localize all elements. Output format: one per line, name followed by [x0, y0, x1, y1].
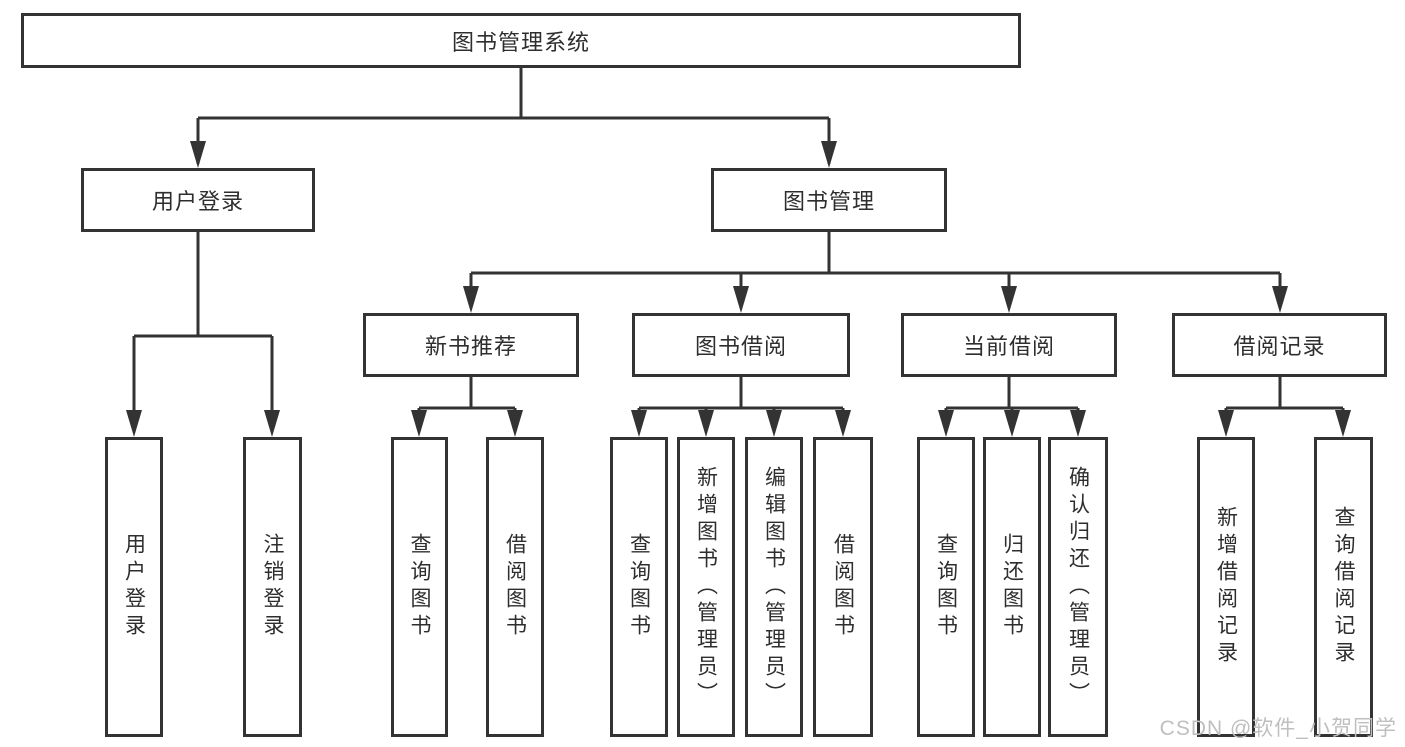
node-borrow-records-label: 借阅记录 — [1233, 334, 1326, 359]
node-current-borrow-label: 当前借阅 — [962, 334, 1055, 359]
leaf-user-login-label: 用户登录 — [122, 533, 146, 641]
leaf-borrow-edit-book-admin: 编辑图书（管理员） — [745, 437, 803, 737]
node-user-login-label: 用户登录 — [151, 189, 244, 214]
node-new-book-recommend-label: 新书推荐 — [424, 334, 517, 359]
csdn-watermark: CSDN @软件_小贺同学 — [1159, 717, 1397, 740]
node-book-borrow-label: 图书借阅 — [694, 334, 787, 359]
node-current-borrow: 当前借阅 — [901, 313, 1117, 377]
connector-book-borrow-to-leaves — [631, 377, 851, 437]
leaf-borrow-query-book: 查询图书 — [610, 437, 668, 737]
leaf-records-query-record: 查询借阅记录 — [1314, 437, 1373, 737]
node-root-system: 图书管理系统 — [21, 13, 1021, 68]
leaf-borrow-borrow-book: 借阅图书 — [813, 437, 873, 737]
leaf-borrow-borrow-book-label: 借阅图书 — [831, 533, 855, 641]
leaf-current-confirm-return-admin: 确认归还（管理员） — [1048, 437, 1108, 737]
leaf-newrec-borrow-book-label: 借阅图书 — [503, 533, 527, 641]
leaf-records-add-record: 新增借阅记录 — [1197, 437, 1255, 737]
node-book-borrow: 图书借阅 — [632, 313, 850, 377]
connector-current-borrow-to-leaves — [938, 377, 1086, 437]
node-book-management-label: 图书管理 — [782, 189, 875, 214]
node-new-book-recommend: 新书推荐 — [363, 313, 579, 377]
connector-book-management-to-level3 — [463, 232, 1288, 313]
leaf-user-login: 用户登录 — [105, 437, 163, 737]
leaf-borrow-query-book-label: 查询图书 — [627, 533, 651, 641]
connector-user-login-to-leaves — [126, 232, 280, 437]
leaf-records-add-record-label: 新增借阅记录 — [1214, 506, 1238, 668]
node-root-system-label: 图书管理系统 — [451, 29, 590, 55]
leaf-newrec-borrow-book: 借阅图书 — [486, 437, 544, 737]
leaf-current-query-book-label: 查询图书 — [934, 533, 958, 641]
leaf-borrow-add-book-admin: 新增图书（管理员） — [677, 437, 735, 737]
connector-new-book-rec-to-leaves — [411, 377, 523, 437]
connector-borrow-records-to-leaves — [1218, 377, 1351, 437]
leaf-borrow-add-book-admin-label: 新增图书（管理员） — [694, 465, 718, 709]
leaf-newrec-query-book: 查询图书 — [391, 437, 448, 737]
leaf-newrec-query-book-label: 查询图书 — [408, 533, 431, 641]
leaf-borrow-edit-book-admin-label: 编辑图书（管理员） — [762, 465, 786, 709]
leaf-current-query-book: 查询图书 — [917, 437, 975, 737]
connector-root-to-level2 — [190, 68, 837, 168]
leaf-logout-label: 注销登录 — [261, 533, 284, 641]
leaf-current-return-book: 归还图书 — [983, 437, 1041, 737]
leaf-current-confirm-return-admin-label: 确认归还（管理员） — [1066, 465, 1090, 709]
node-borrow-records: 借阅记录 — [1172, 313, 1387, 377]
leaf-records-query-record-label: 查询借阅记录 — [1332, 506, 1355, 668]
leaf-current-return-book-label: 归还图书 — [1000, 533, 1024, 641]
leaf-logout: 注销登录 — [243, 437, 302, 737]
node-book-management: 图书管理 — [711, 168, 947, 232]
node-user-login: 用户登录 — [81, 168, 315, 232]
